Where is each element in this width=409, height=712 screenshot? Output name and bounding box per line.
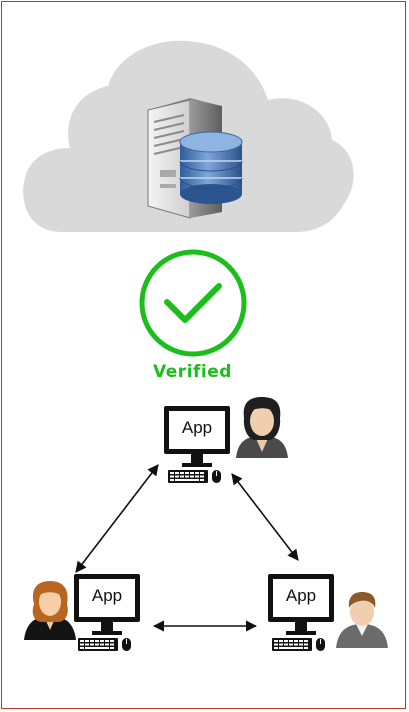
user-man-brown-hair-icon bbox=[336, 592, 388, 648]
arrow-top-left bbox=[75, 464, 159, 573]
user-woman-brown-hair-icon bbox=[24, 581, 76, 640]
verified-label: Verified bbox=[153, 362, 232, 382]
app-label-right: App bbox=[285, 586, 317, 605]
app-label-left: App bbox=[91, 586, 123, 605]
arrow-top-right bbox=[231, 473, 299, 561]
user-woman-dark-hair-icon bbox=[236, 397, 288, 458]
app-label-top: App bbox=[181, 418, 213, 437]
check-circle-icon bbox=[139, 249, 247, 357]
database-icon bbox=[179, 131, 243, 204]
connection-arrows bbox=[75, 464, 299, 632]
